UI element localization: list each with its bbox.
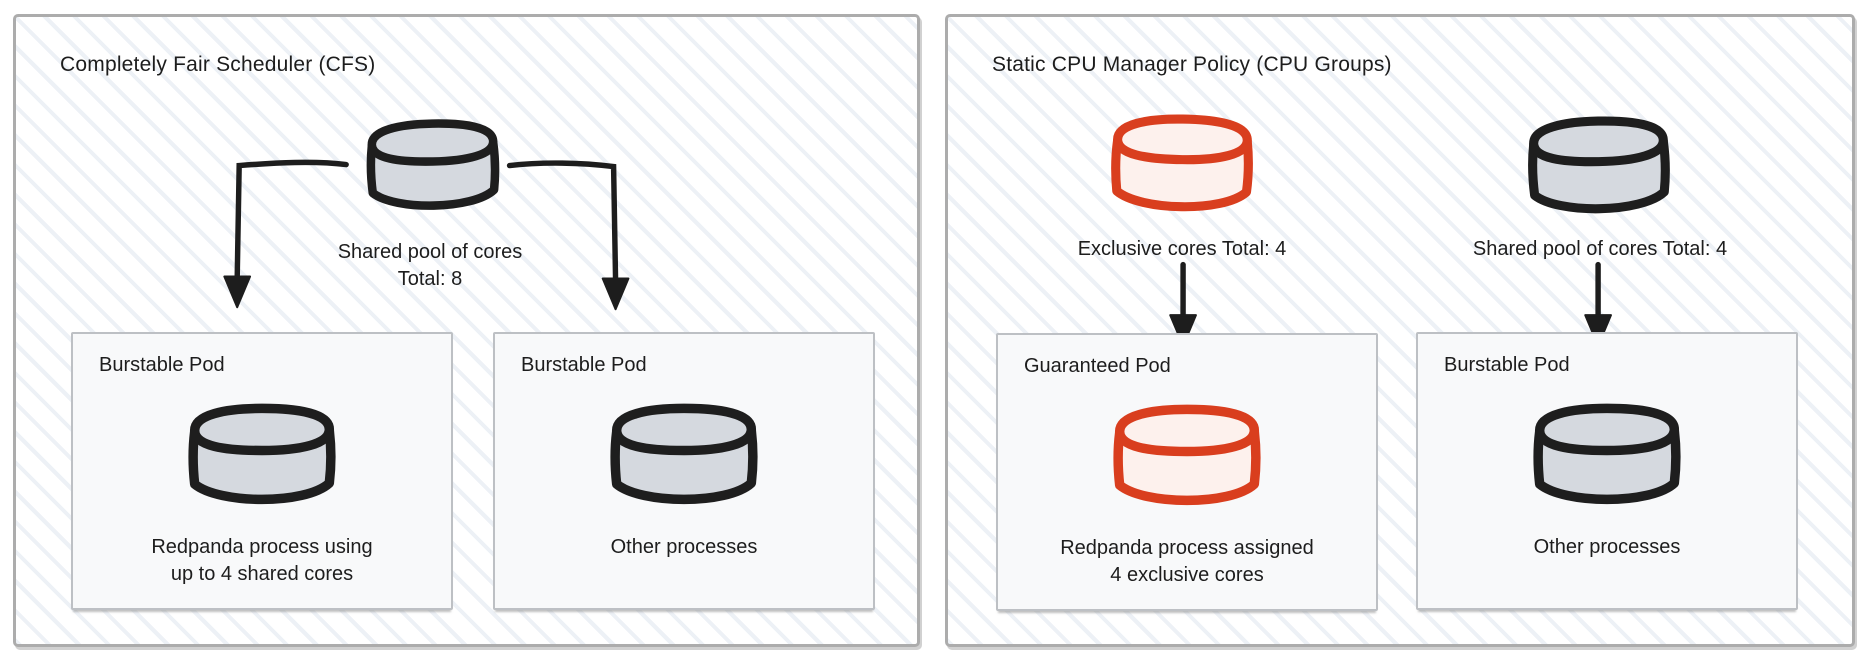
pod-label: Guaranteed Pod (1024, 355, 1171, 377)
pod-caption: Other processes (495, 534, 873, 561)
arrowhead-icon (601, 277, 630, 311)
exclusive-cores-caption: Exclusive cores Total: 4 (1032, 236, 1332, 263)
shared-pool-cylinder-icon (359, 115, 507, 224)
pod-label: Burstable Pod (1444, 354, 1570, 376)
pool-caption-line: Total: 8 (397, 268, 463, 290)
pod-burstable-other: Burstable Pod Other processes (493, 332, 875, 610)
pod-caption: Redpanda process assigned 4 exclusive co… (998, 535, 1376, 589)
pod-caption-line: Other processes (610, 536, 758, 558)
shared-pool-caption: Shared pool of cores Total: 4 (1450, 236, 1750, 263)
pool-caption-line: Shared pool of cores (337, 241, 523, 263)
pool-caption-line: Exclusive cores Total: 4 (1077, 238, 1287, 260)
cores-cylinder-icon (603, 400, 765, 518)
pod-burstable-redpanda: Burstable Pod Redpanda process using up … (71, 332, 453, 610)
pool-caption-line: Shared pool of cores Total: 4 (1472, 238, 1728, 260)
shared-pool-caption: Shared pool of cores Total: 8 (280, 239, 580, 293)
pod-burstable-other: Burstable Pod Other processes (1416, 332, 1798, 610)
exclusive-cores-cylinder-icon (1103, 110, 1261, 226)
pod-caption-line: Redpanda process using (151, 536, 373, 558)
pod-label: Burstable Pod (99, 354, 225, 376)
pod-caption-line: up to 4 shared cores (170, 563, 354, 585)
pod-guaranteed-redpanda: Guaranteed Pod Redpanda process assigned… (996, 333, 1378, 611)
shared-pool-cylinder-icon (1520, 112, 1678, 228)
pod-caption: Other processes (1418, 534, 1796, 561)
pod-caption-line: Other processes (1533, 536, 1681, 558)
cores-cylinder-icon (1526, 400, 1688, 518)
pod-caption-line: Redpanda process assigned (1060, 537, 1314, 559)
pod-label: Burstable Pod (521, 354, 647, 376)
exclusive-cores-cylinder-icon (1106, 401, 1268, 519)
cores-cylinder-icon (181, 400, 343, 518)
panel-static-title: Static CPU Manager Policy (CPU Groups) (992, 53, 1392, 76)
panel-cfs: Completely Fair Scheduler (CFS) Shared p… (13, 14, 920, 647)
pod-caption: Redpanda process using up to 4 shared co… (73, 534, 451, 588)
panel-cfs-title: Completely Fair Scheduler (CFS) (60, 53, 376, 76)
pod-caption-line: 4 exclusive cores (1110, 564, 1264, 586)
panel-static-cpu-manager: Static CPU Manager Policy (CPU Groups) E… (945, 14, 1855, 647)
arrowhead-icon (223, 275, 252, 309)
